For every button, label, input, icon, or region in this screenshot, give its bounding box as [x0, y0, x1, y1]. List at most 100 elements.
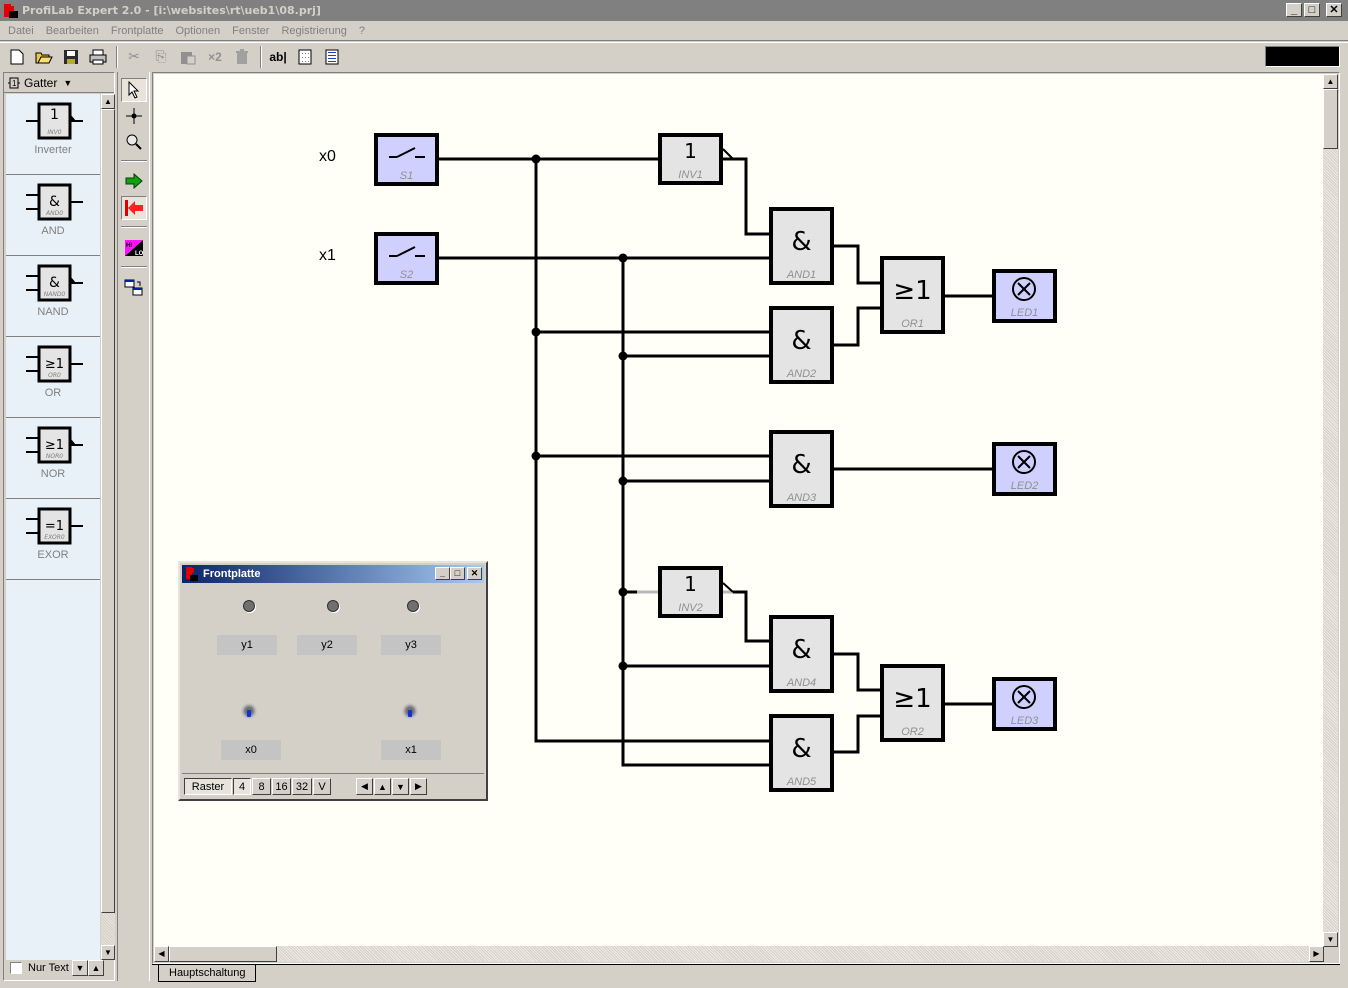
paste-button[interactable] — [177, 46, 199, 68]
duplicate-button[interactable]: ×2 — [204, 46, 226, 68]
junction-dot[interactable] — [531, 154, 541, 164]
move-down-button[interactable]: ▼ — [72, 960, 88, 976]
junction-tool-button[interactable] — [121, 104, 147, 128]
vertical-scrollbar[interactable]: ▲ ▼ — [1323, 74, 1338, 947]
open-button[interactable] — [33, 46, 55, 68]
close-button[interactable]: ✕ — [1326, 3, 1342, 17]
switch-s1[interactable]: S1 — [374, 133, 439, 186]
maximize-button[interactable]: □ — [1304, 3, 1320, 17]
gate-and1[interactable]: &AND1 — [769, 207, 834, 285]
menu-datei[interactable]: Datei — [8, 24, 34, 37]
junction-dot[interactable] — [618, 351, 628, 361]
tab-hauptschaltung[interactable]: Hauptschaltung — [158, 965, 257, 982]
move-up-button[interactable]: ▲ — [88, 960, 104, 976]
run-simulation-button[interactable] — [121, 169, 147, 193]
fp-minimize-button[interactable]: _ — [435, 567, 450, 580]
pointer-tool-button[interactable] — [121, 78, 147, 102]
wire[interactable] — [833, 244, 881, 285]
raster-8-button[interactable]: 8 — [252, 778, 271, 795]
raster-button[interactable]: Raster — [184, 778, 232, 795]
raster-v-button[interactable]: V — [313, 778, 331, 795]
junction-dot[interactable] — [618, 661, 628, 671]
delete-button[interactable] — [231, 46, 253, 68]
wire[interactable] — [534, 159, 770, 743]
list-button[interactable] — [321, 46, 343, 68]
gate-symbol: 1 — [684, 139, 697, 163]
frontplatte-title-bar[interactable]: Frontplatte _ □ ✕ — [182, 565, 484, 583]
move-left-button[interactable]: ◀ — [356, 778, 373, 795]
scroll-down-button[interactable]: ▼ — [101, 945, 115, 960]
text-button[interactable]: ab| — [267, 46, 289, 68]
menu-optionen[interactable]: Optionen — [175, 24, 221, 37]
zoom-tool-button[interactable] — [121, 130, 147, 154]
fp-maximize-button[interactable]: □ — [450, 567, 465, 580]
move-right-button[interactable]: ▶ — [410, 778, 427, 795]
led-led1[interactable]: LED1 — [992, 269, 1057, 323]
gate-and5[interactable]: &AND5 — [769, 714, 834, 792]
junction-dot[interactable] — [618, 587, 628, 597]
scroll-left-button[interactable]: ◀ — [154, 946, 169, 962]
wire[interactable] — [723, 157, 770, 236]
copy-button[interactable]: ⎘ — [150, 46, 172, 68]
junction-dot[interactable] — [618, 476, 628, 486]
new-file-button[interactable] — [6, 46, 28, 68]
scroll-right-button[interactable]: ▶ — [1309, 946, 1324, 962]
save-button[interactable] — [60, 46, 82, 68]
wire[interactable] — [733, 590, 770, 643]
switch-s2[interactable]: S2 — [374, 232, 439, 285]
vertical-scroll-thumb[interactable] — [1323, 89, 1338, 149]
gate-and3[interactable]: &AND3 — [769, 430, 834, 508]
junction-dot[interactable] — [531, 451, 541, 461]
scroll-thumb[interactable] — [101, 109, 115, 913]
print-button[interactable] — [87, 46, 109, 68]
junction-dot[interactable] — [618, 253, 628, 263]
wire[interactable] — [833, 652, 881, 692]
palette-category-dropdown[interactable]: 1 Gatter ▼ — [4, 73, 114, 93]
toggle-switch-x1[interactable] — [402, 703, 418, 719]
toggle-switch-x0[interactable] — [241, 703, 257, 719]
move-up-button[interactable]: ▲ — [374, 778, 391, 795]
palette-scrollbar[interactable]: ▲ ▼ — [101, 94, 115, 960]
cut-button[interactable]: ✂ — [123, 46, 145, 68]
switch-window-button[interactable] — [121, 276, 147, 300]
menu-fenster[interactable]: Fenster — [232, 24, 270, 37]
scroll-up-button[interactable]: ▲ — [1323, 74, 1338, 89]
menu-frontplatte[interactable]: Frontplatte — [110, 24, 164, 37]
menu-bearbeiten[interactable]: Bearbeiten — [45, 24, 99, 37]
horizontal-scrollbar[interactable]: ◀ ▶ — [154, 946, 1324, 962]
raster-16-button[interactable]: 16 — [272, 778, 291, 795]
scroll-up-button[interactable]: ▲ — [101, 94, 115, 109]
wire[interactable] — [833, 306, 881, 347]
raster-4-button[interactable]: 4 — [233, 778, 251, 795]
minimize-button[interactable]: _ — [1286, 3, 1302, 17]
menu-help[interactable]: ? — [358, 24, 365, 37]
junction-dot[interactable] — [531, 327, 541, 337]
nur-text-checkbox[interactable] — [10, 962, 22, 974]
wire[interactable] — [833, 714, 881, 754]
menu-registrierung[interactable]: Registrierung — [281, 24, 347, 37]
move-down-button[interactable]: ▼ — [392, 778, 409, 795]
stop-simulation-button[interactable] — [121, 196, 147, 220]
led-led3[interactable]: LED3 — [992, 677, 1057, 731]
fp-close-button[interactable]: ✕ — [467, 567, 482, 580]
led-led2[interactable]: LED2 — [992, 442, 1057, 496]
wire[interactable] — [621, 258, 770, 767]
horizontal-scroll-thumb[interactable] — [169, 946, 277, 962]
raster-32-button[interactable]: 32 — [292, 778, 312, 795]
grid-button[interactable] — [294, 46, 316, 68]
scroll-down-button[interactable]: ▼ — [1323, 932, 1338, 947]
gate-and2[interactable]: &AND2 — [769, 306, 834, 384]
gate-and4[interactable]: &AND4 — [769, 615, 834, 693]
